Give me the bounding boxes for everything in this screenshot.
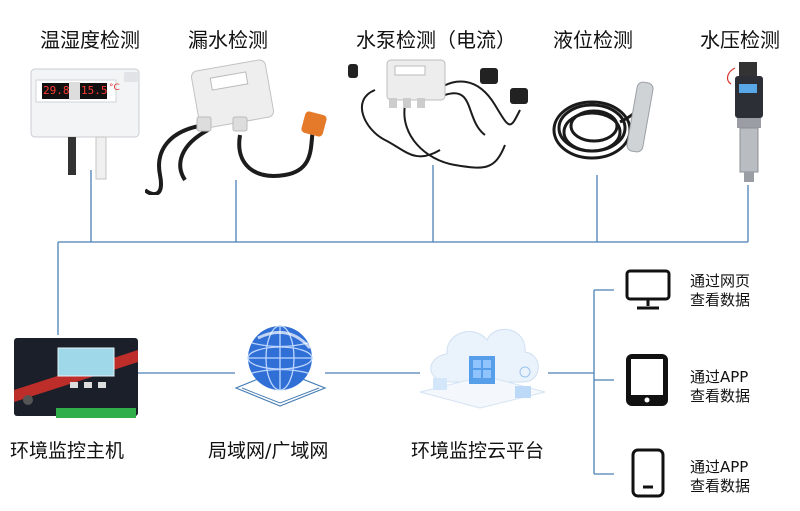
smartphone-icon (630, 447, 666, 499)
hub-label-network: 局域网/广域网 (208, 440, 329, 462)
sensor-title-temp-humidity: 温湿度检测 (40, 28, 140, 52)
client-label-app-phone: 通过APP 查看数据 (690, 458, 750, 496)
temp-display-right: 15.5 (81, 84, 108, 97)
tablet-icon (624, 352, 670, 408)
client-label-line1: 通过APP (690, 458, 749, 476)
client-label-web: 通过网页 查看数据 (690, 272, 750, 310)
hub-label-monitor-host: 环境监控主机 (10, 440, 125, 462)
network-globe-icon (228, 318, 333, 413)
pump-current-sensor-icon (345, 50, 535, 180)
hub-label-cloud-platform: 环境监控云平台 (411, 440, 545, 462)
temp-humidity-sensor-icon: 29.8 15.5 °C (28, 62, 148, 182)
temp-display-left: 29.8 (43, 84, 70, 97)
cloud-platform-icon (415, 312, 550, 412)
monitor-host-icon (10, 330, 142, 420)
sensor-title-pump: 水泵检测（电流） (356, 28, 516, 52)
client-label-line1: 通过APP (690, 368, 749, 386)
client-label-line2: 查看数据 (690, 387, 751, 405)
client-label-line2: 查看数据 (690, 477, 751, 495)
client-label-app-tablet: 通过APP 查看数据 (690, 368, 750, 406)
water-pressure-sensor-icon (725, 58, 775, 188)
desktop-monitor-icon (624, 268, 672, 312)
client-label-line2: 查看数据 (690, 291, 751, 309)
sensor-title-liquid-level: 液位检测 (553, 28, 633, 52)
water-leak-sensor-icon (145, 55, 330, 195)
temp-unit: °C (109, 83, 120, 93)
sensor-title-water-leak: 漏水检测 (188, 28, 268, 52)
client-label-line1: 通过网页 (690, 272, 751, 290)
liquid-level-sensor-icon (550, 62, 670, 182)
sensor-title-water-pressure: 水压检测 (700, 28, 780, 52)
